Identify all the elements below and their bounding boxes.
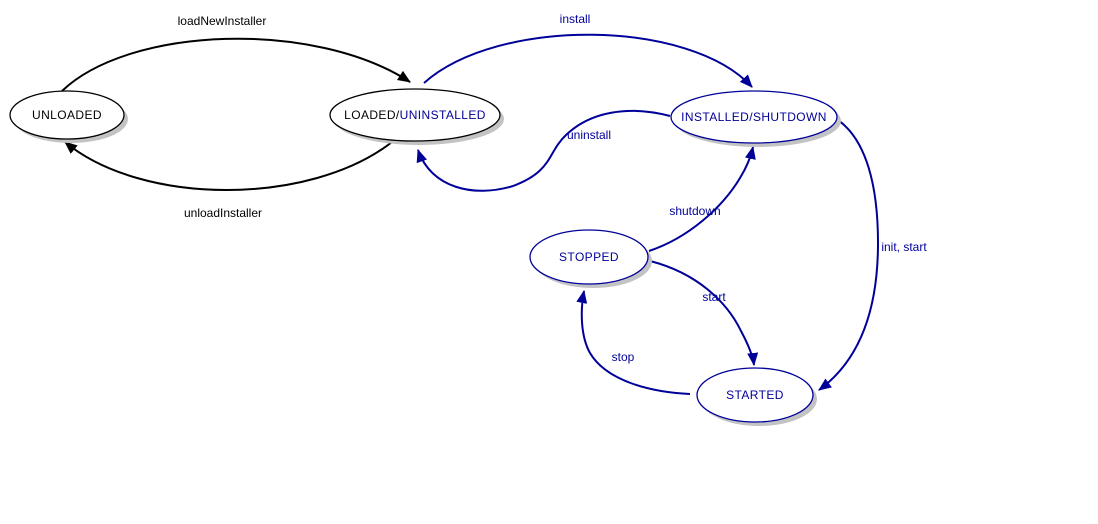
state-node-started: STARTED	[696, 367, 817, 426]
transition-label-start: start	[702, 290, 726, 304]
transition-edge-uninstall	[416, 109, 671, 192]
transitions-layer: loadNewInstaller unloadInstaller install…	[61, 12, 927, 395]
state-label-uninstalled-part: UNINSTALLED	[400, 108, 486, 122]
state-node-installed-shutdown: INSTALLED/SHUTDOWN	[670, 90, 841, 147]
state-node-stopped: STOPPED	[529, 229, 652, 288]
state-label-started: STARTED	[726, 388, 784, 402]
transition-label-unloadinstaller: unloadInstaller	[184, 206, 262, 220]
transition-label-uninstall: uninstall	[567, 128, 611, 142]
transition-edge-shutdown	[648, 146, 756, 252]
transition-label-shutdown: shutdown	[669, 204, 720, 218]
state-label-stopped: STOPPED	[559, 250, 619, 264]
state-ellipse-loaded-uninstalled	[329, 88, 501, 142]
state-ellipse-started	[696, 367, 814, 423]
state-label-loaded-part: LOADED/	[344, 108, 400, 122]
transition-edge-loadnewinstaller	[61, 37, 411, 92]
state-label-installed-shutdown: INSTALLED/SHUTDOWN	[681, 110, 827, 124]
state-ellipse-unloaded	[9, 90, 125, 140]
state-label-loaded-uninstalled: LOADED/UNINSTALLED	[344, 108, 486, 122]
state-ellipse-installed-shutdown	[670, 90, 838, 144]
transition-label-loadnewinstaller: loadNewInstaller	[178, 14, 267, 28]
state-ellipse-stopped	[529, 229, 649, 285]
state-node-unloaded: UNLOADED	[9, 90, 128, 143]
transition-edge-unloadinstaller	[64, 141, 393, 191]
state-node-loaded-uninstalled: LOADED/UNINSTALLED	[329, 88, 504, 145]
states-layer: UNLOADED LOADED/UNINSTALLED INSTALLED/SH…	[9, 88, 841, 426]
transition-label-stop: stop	[612, 350, 635, 364]
transition-edge-start	[649, 260, 759, 366]
transition-edge-install	[423, 33, 753, 88]
transition-label-init-start: init, start	[881, 240, 927, 254]
transition-edge-init-start	[818, 119, 880, 391]
transition-edge-stop	[576, 290, 691, 395]
transition-label-install: install	[560, 12, 591, 26]
state-label-unloaded: UNLOADED	[32, 108, 102, 122]
